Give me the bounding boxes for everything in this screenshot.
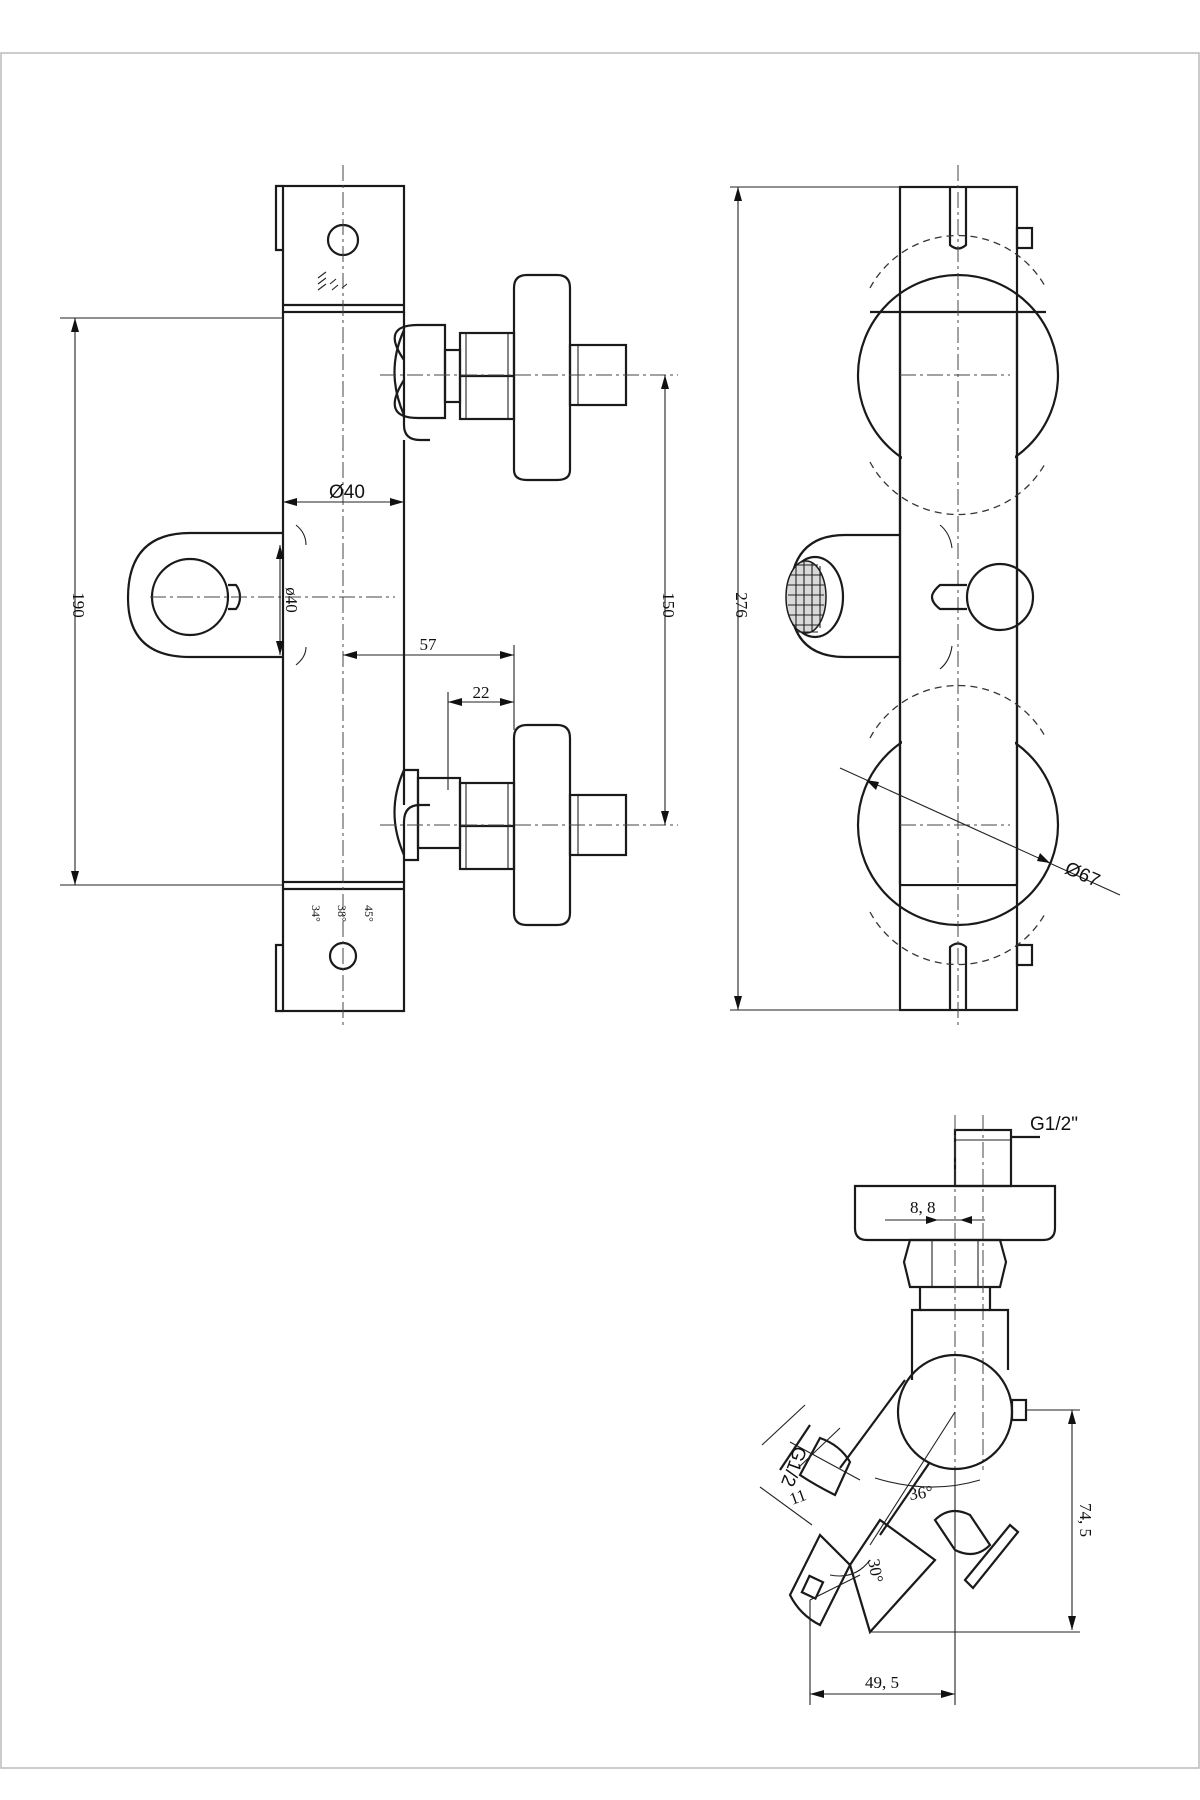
front-top-clip [274, 184, 283, 252]
temp-mark-45: 45° [362, 905, 376, 922]
angle-30: 30° [864, 1557, 887, 1584]
dim-276: 276 [732, 592, 751, 618]
top-lower-cap-pin [800, 1574, 825, 1600]
dim-phi40-knob: ø40 [282, 587, 301, 613]
front-cut-mark-top [295, 524, 307, 546]
front-view: 34° 38° 45° [60, 165, 678, 1025]
top-outlet-collar-line [789, 1441, 861, 1481]
angle-36: 36° [908, 1482, 934, 1504]
side-bottom-pin [1015, 943, 1034, 967]
dim-190: 190 [69, 592, 88, 618]
lower-inlet-dome [393, 769, 406, 856]
front-left-handle-loop [126, 531, 283, 659]
side-right-knob-stem [930, 583, 967, 611]
side-top-pin [1015, 226, 1034, 250]
top-right-handle-lever [963, 1523, 1020, 1590]
side-lower-hidden-arc-bottom [869, 911, 1047, 966]
dim-49-5: 49, 5 [865, 1673, 899, 1692]
dim-11: 11 [787, 1485, 809, 1508]
side-cut-bottom [939, 645, 953, 670]
front-cut-mark-bottom [295, 646, 307, 666]
top-angled-arm [839, 1379, 931, 1536]
upper-nut-neck [443, 348, 462, 404]
dim-150: 150 [659, 592, 678, 618]
dim22-arrows [448, 698, 514, 706]
dim-phi40-body: Ø40 [329, 482, 365, 503]
side-cut-top [939, 524, 953, 549]
angle30-arc [829, 1559, 871, 1577]
upper-inlet-body [393, 323, 447, 420]
dim11-line [759, 1486, 813, 1526]
front-top-marks [317, 271, 348, 291]
dim-phi67-line [839, 767, 1121, 896]
sheet-border [0, 52, 1200, 1769]
top-neck [910, 1287, 1010, 1380]
lower-flange [512, 723, 572, 927]
top-lower-body [848, 1518, 937, 1635]
g12-ext-1 [761, 1404, 806, 1446]
side-upper-hidden-arc-bottom [869, 461, 1047, 516]
dim-8-8: 8, 8 [910, 1198, 936, 1217]
g12-ext-2 [797, 1427, 841, 1469]
side-outlet-mesh-grid [788, 562, 824, 633]
lower-inlet-neck [416, 776, 462, 850]
top-lower-cap [788, 1533, 852, 1627]
dim-22: 22 [473, 683, 490, 702]
top-hex-nut [902, 1238, 1008, 1289]
top-view: G1/2" 8, 8 G1/2 11 [759, 1114, 1095, 1705]
top-flange-plate [853, 1184, 1057, 1242]
dim-74-5: 74, 5 [1076, 1503, 1095, 1537]
lower-inlet-body [404, 768, 420, 862]
thread-g12-inch: G1/2" [1030, 1114, 1078, 1135]
angle30-ref [809, 1574, 861, 1601]
side-lower-hidden-arc-top [869, 684, 1047, 739]
side-view: 276 Ø67 [730, 165, 1121, 1025]
upper-inlet-dome [393, 329, 406, 416]
dim-57: 57 [420, 635, 438, 654]
upper-flange [512, 273, 572, 482]
top-right-handle-hub [933, 1509, 992, 1556]
top-outlet-collar [798, 1436, 852, 1497]
angle36-arc [874, 1477, 981, 1488]
front-body-outline [281, 312, 430, 882]
angle-ref-line [869, 1411, 956, 1546]
side-upper-hidden-arc-top [869, 234, 1047, 289]
dim-phi67: Ø67 [1062, 858, 1103, 892]
dim-phi40-arrows [283, 498, 404, 506]
top-outlet-face [779, 1424, 811, 1471]
temp-mark-34: 34° [309, 905, 323, 922]
dim8-8-arrows [926, 1216, 972, 1224]
temp-mark-38: 38° [335, 905, 349, 922]
front-bottom-clip [274, 943, 283, 1013]
side-right-knob [965, 562, 1035, 632]
top-side-pin [1010, 1398, 1028, 1422]
